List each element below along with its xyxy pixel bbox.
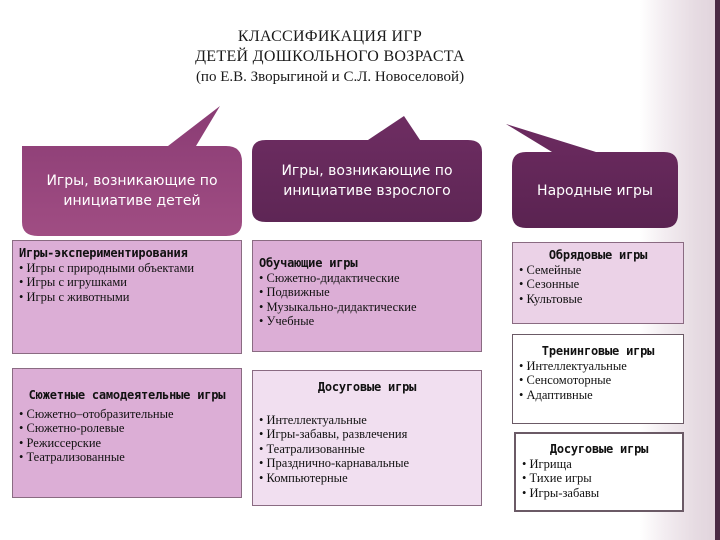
list-item: Сенсомоторные (519, 373, 677, 388)
title-line-1: КЛАССИФИКАЦИЯ ИГР (237, 28, 423, 45)
list-item: Интеллектуальные (519, 359, 677, 374)
list-item: Игры-забавы (522, 486, 676, 501)
box-folk-leisure-games: Досуговые игры Игрища Тихие игры Игры-за… (514, 432, 684, 512)
list-item: Культовые (519, 292, 677, 307)
box-experiment-games: Игры-экспериментирования Игры с природны… (12, 240, 242, 354)
header-callout-children (22, 106, 242, 236)
list-item: Сюжетно-ролевые (19, 421, 235, 436)
list-item: Семейные (519, 263, 677, 278)
list-item: Музыкально-дидактические (259, 300, 475, 315)
list-item: Игры-забавы, развлечения (259, 427, 475, 442)
box-title: Досуговые игры (317, 380, 417, 394)
box-title: Обрядовые игры (548, 248, 648, 262)
list-item: Адаптивные (519, 388, 677, 403)
list-item: Игры с животными (19, 290, 235, 305)
box-title: Досуговые игры (549, 442, 649, 456)
header-callout-adult (252, 116, 482, 222)
list-item: Театрализованные (19, 450, 235, 465)
header-folk-label: Народные игры (537, 183, 653, 199)
box-educational-games: Обучающие игры Сюжетно-дидактические Под… (252, 240, 482, 352)
box-training-games: Тренинговые игры Интеллектуальные Сенсом… (512, 334, 684, 424)
header-callout-folk (506, 124, 678, 228)
list-item: Компьютерные (259, 471, 475, 486)
title-line-2: ДЕТЕЙ ДОШКОЛЬНОГО ВОЗРАСТА (195, 48, 465, 65)
list-item: Режиссерские (19, 436, 235, 451)
box-title: Сюжетные самодеятельные игры (28, 388, 226, 402)
list-item: Учебные (259, 314, 475, 329)
list-item: Театрализованные (259, 442, 475, 457)
header-children-label: Игры, возникающие по инициативе детей (46, 173, 218, 209)
diagram-title: КЛАССИФИКАЦИЯ ИГР ДЕТЕЙ ДОШКОЛЬНОГО ВОЗР… (120, 27, 540, 87)
header-adult-label: Игры, возникающие по инициативе взрослог… (281, 163, 453, 199)
list-item: Тихие игры (522, 471, 676, 486)
list-item: Интеллектуальные (259, 413, 475, 428)
list-item: Подвижные (259, 285, 475, 300)
list-item: Празднично-карнавальные (259, 456, 475, 471)
list-item: Сюжетно-дидактические (259, 271, 475, 286)
box-title: Тренинговые игры (541, 344, 655, 358)
decorative-edge-bar (715, 0, 720, 540)
list-item: Игры с игрушками (19, 275, 235, 290)
box-title: Обучающие игры (259, 256, 358, 270)
box-ritual-games: Обрядовые игры Семейные Сезонные Культов… (512, 242, 684, 324)
list-item: Сюжетно–отобразительные (19, 407, 235, 422)
title-authors: (по Е.В. Зворыгиной и С.Л. Новоселовой) (195, 69, 465, 85)
list-item: Игрища (522, 457, 676, 472)
box-adult-leisure-games: Досуговые игры Интеллектуальные Игры-заб… (252, 370, 482, 506)
list-item: Игры с природными объектами (19, 261, 235, 276)
box-plot-games: Сюжетные самодеятельные игры Сюжетно–ото… (12, 368, 242, 498)
box-title: Игры-экспериментирования (19, 246, 188, 260)
list-item: Сезонные (519, 277, 677, 292)
